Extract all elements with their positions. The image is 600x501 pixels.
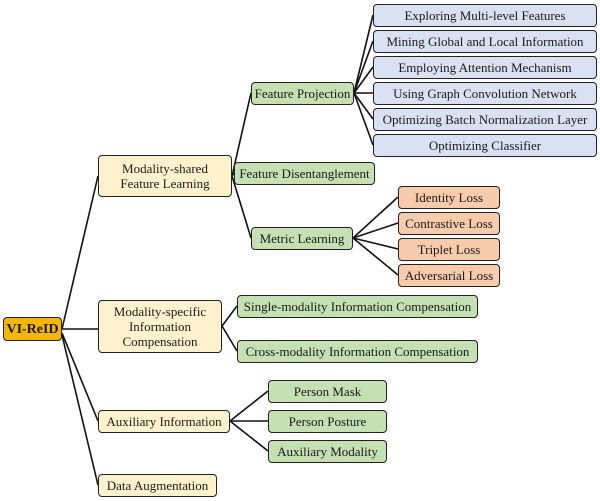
node-person-posture: Person Posture [268, 410, 387, 433]
node-modality-shared-feature-learning: Modality-shared Feature Learning [98, 155, 232, 197]
node-person-mask: Person Mask [268, 380, 387, 403]
edge-aux-mask [229, 390, 269, 422]
edge-specific-cross [221, 325, 238, 352]
node-feature-projection: Feature Projection [251, 82, 354, 105]
node-feature-disentanglement: Feature Disentanglement [234, 162, 375, 185]
edge-metric-4 [352, 237, 399, 276]
edge-shared-disentanglement [231, 172, 235, 177]
node-triplet-loss: Triplet Loss [398, 238, 500, 261]
edge-root-auxiliary [61, 332, 99, 422]
edge-metric-3 [352, 237, 399, 250]
node-auxiliary-information: Auxiliary Information [98, 410, 230, 433]
edge-root-modality-shared [61, 175, 99, 330]
edge-projection-2 [353, 40, 374, 94]
node-metric-learning: Metric Learning [251, 227, 353, 250]
node-mining-global-local-information: Mining Global and Local Information [373, 30, 597, 53]
node-optimizing-batch-normalization-layer: Optimizing Batch Normalization Layer [373, 108, 597, 131]
node-cross-modality-information-compensation: Cross-modality Information Compensation [237, 340, 478, 363]
root-node-vi-reid: VI-ReID [3, 317, 62, 341]
node-auxiliary-modality: Auxiliary Modality [268, 440, 387, 463]
node-exploring-multi-level-features: Exploring Multi-level Features [373, 4, 597, 27]
node-modality-specific-information-compensation: Modality-specific Information Compensati… [98, 300, 222, 353]
node-employing-attention-mechanism: Employing Attention Mechanism [373, 56, 597, 79]
edge-specific-single [221, 305, 238, 327]
edge-aux-modality [229, 420, 269, 452]
edge-metric-2 [352, 222, 399, 239]
edge-projection-3 [353, 66, 374, 94]
node-optimizing-classifier: Optimizing Classifier [373, 134, 597, 157]
node-data-augmentation: Data Augmentation [98, 474, 217, 497]
edge-projection-1 [353, 14, 374, 94]
edge-metric-1 [352, 196, 399, 239]
edge-shared-metric [231, 175, 252, 239]
node-contrastive-loss: Contrastive Loss [398, 212, 500, 235]
edge-projection-5 [353, 92, 374, 120]
node-adversarial-loss: Adversarial Loss [398, 264, 500, 287]
edge-projection-6 [353, 92, 374, 146]
node-using-graph-convolution-network: Using Graph Convolution Network [373, 82, 597, 105]
node-identity-loss: Identity Loss [398, 186, 500, 209]
node-single-modality-information-compensation: Single-modality Information Compensation [237, 295, 478, 318]
edge-root-data-augmentation [61, 334, 99, 486]
